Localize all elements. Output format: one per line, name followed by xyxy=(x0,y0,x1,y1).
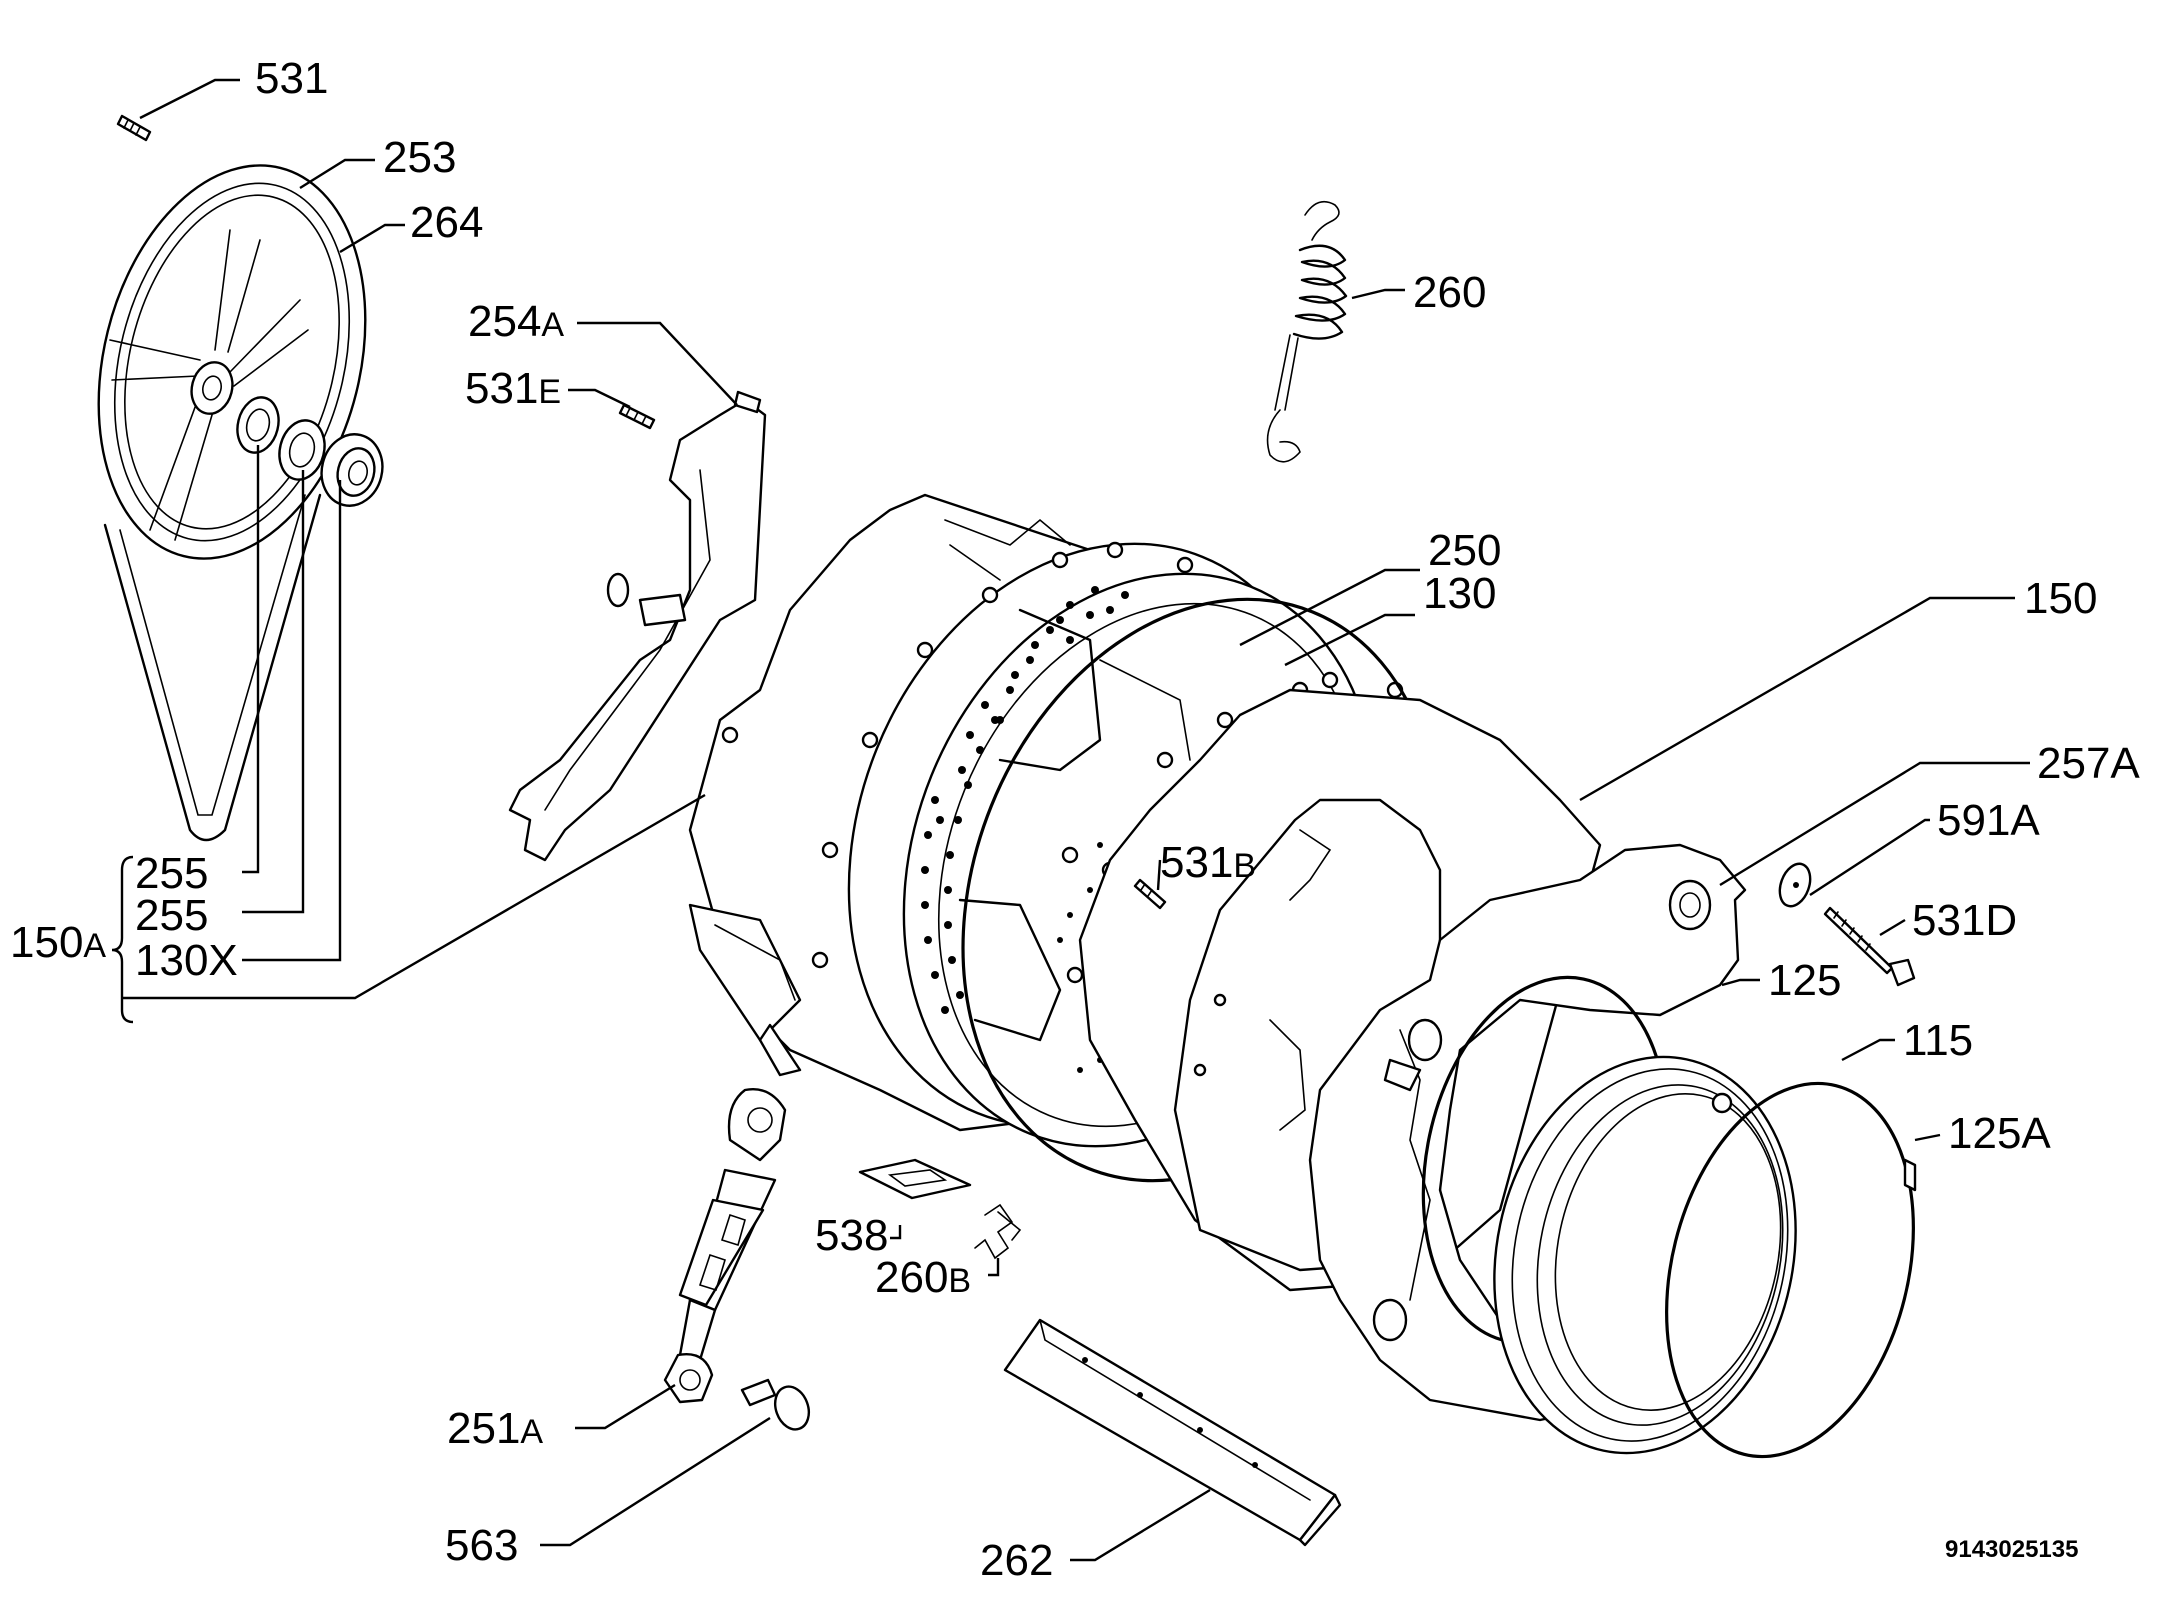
label-254a: 254A xyxy=(468,297,564,346)
label-538: 538 xyxy=(815,1211,888,1260)
drum-bearings xyxy=(236,396,384,507)
label-531: 531 xyxy=(255,54,328,103)
drum-spider-bracket xyxy=(508,390,767,862)
label-125: 125 xyxy=(1768,956,1841,1005)
leader-lines xyxy=(111,78,2030,1562)
label-150: 150 xyxy=(2024,574,2097,623)
label-253: 253 xyxy=(383,133,456,182)
label-130x: 130X xyxy=(135,936,238,985)
shock-absorber xyxy=(663,1088,787,1404)
label-264: 264 xyxy=(410,198,483,247)
drum-perforations xyxy=(921,586,1129,1073)
label-531b: 531B xyxy=(1160,838,1256,887)
label-plate-538 xyxy=(858,1158,972,1200)
label-257a: 257A xyxy=(2037,739,2140,788)
label-255-1: 255 xyxy=(135,849,208,898)
screw-531b xyxy=(1133,878,1167,910)
bolt-531d xyxy=(1823,906,1916,987)
label-115: 115 xyxy=(1903,1016,1973,1065)
screw-531 xyxy=(116,114,152,142)
diagram-code: 9143025135 xyxy=(1945,1536,2078,1563)
suspension-spring xyxy=(1266,200,1348,463)
label-150a: 150A xyxy=(10,918,106,967)
tub-front-cover xyxy=(1308,843,1747,1422)
drive-pulley xyxy=(97,164,367,560)
label-125a: 125A xyxy=(1948,1109,2051,1158)
label-531d: 531D xyxy=(1912,896,2017,945)
part-labels: 531 253 264 254A 531E 260 250 130 150 25… xyxy=(10,54,2140,1585)
label-251a: 251A xyxy=(447,1404,543,1453)
label-531e: 531E xyxy=(465,364,561,413)
label-262: 262 xyxy=(980,1536,1053,1585)
rim-bolts xyxy=(811,541,1404,984)
label-130: 130 xyxy=(1423,569,1496,618)
label-250: 250 xyxy=(1428,526,1501,575)
bolt-563 xyxy=(740,1378,811,1431)
label-591a: 591A xyxy=(1937,796,2040,845)
label-255-2: 255 xyxy=(135,891,208,940)
label-563: 563 xyxy=(445,1521,518,1570)
screw-531e xyxy=(618,403,656,430)
clip-260b xyxy=(974,1203,1022,1260)
door-seal xyxy=(1493,1055,1797,1455)
label-260: 260 xyxy=(1413,268,1486,317)
label-260b: 260B xyxy=(875,1253,971,1302)
washer-257a xyxy=(1778,862,1812,908)
door-clamp-ring xyxy=(1665,1081,1917,1459)
weight-bar-262 xyxy=(1003,1318,1342,1547)
